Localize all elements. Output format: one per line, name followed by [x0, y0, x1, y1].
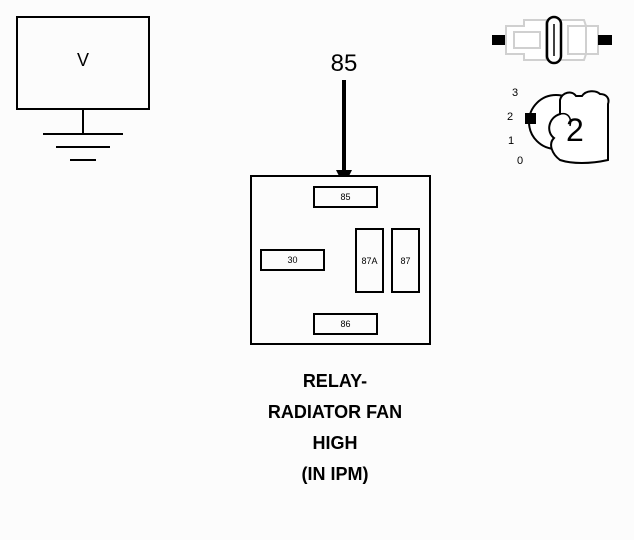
caption-line-2: RADIATOR FAN: [267, 402, 403, 422]
caption-line-1: RELAY-: [302, 371, 368, 391]
pin-87a: 87A: [355, 228, 384, 293]
pin-30: 30: [260, 249, 325, 271]
ignition-switch-icon: [525, 90, 610, 164]
voltmeter-label: V: [76, 50, 89, 70]
caption-line-3: HIGH: [312, 433, 358, 453]
pin-86: 86: [313, 313, 378, 335]
switch-pos-1: 1: [508, 135, 515, 147]
switch-pos-2: 2: [507, 111, 514, 123]
connector-icon: [492, 15, 612, 65]
switch-pos-3: 3: [512, 87, 519, 99]
switch-step-label: 2: [566, 112, 584, 148]
pin-85: 85: [313, 186, 378, 208]
pin-87: 87: [391, 228, 420, 293]
relay-caption: RELAY- RADIATOR FAN HIGH (IN IPM): [230, 366, 440, 490]
voltmeter-box: [16, 16, 150, 110]
caption-line-4: (IN IPM): [301, 464, 369, 484]
switch-pos-0: 0: [517, 155, 524, 167]
input-85-label: 85: [330, 50, 358, 77]
